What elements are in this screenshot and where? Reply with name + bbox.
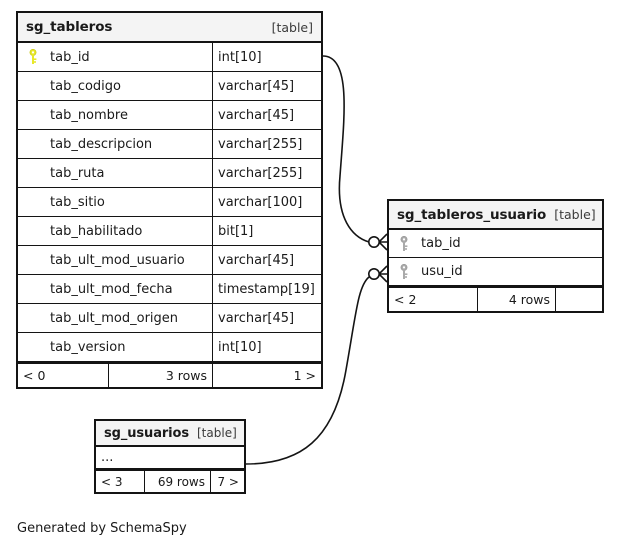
- table-row[interactable]: tab_habilitado bit[1]: [18, 217, 321, 246]
- column-label: tab_habilitado: [50, 223, 143, 239]
- column-name-cell: tab_ult_mod_origen: [18, 304, 212, 332]
- column-name-cell: tab_version: [18, 333, 212, 361]
- table-row[interactable]: tab_id int[10]: [18, 43, 321, 72]
- footer-child-count: [555, 288, 602, 311]
- column-name-cell: tab_id: [18, 43, 212, 71]
- column-label: tab_nombre: [50, 107, 128, 123]
- foreign-key-icon: [395, 235, 413, 252]
- column-label: tab_id: [50, 49, 90, 65]
- column-type-cell: varchar[45]: [212, 304, 321, 332]
- diagram-caption: Generated by SchemaSpy: [17, 521, 187, 536]
- table-row[interactable]: tab_ruta varchar[255]: [18, 159, 321, 188]
- column-type-cell: varchar[45]: [212, 246, 321, 274]
- column-label: tab_ult_mod_origen: [50, 310, 179, 326]
- column-name-cell: tab_codigo: [18, 72, 212, 100]
- table-row[interactable]: tab_ult_mod_usuario varchar[45]: [18, 246, 321, 275]
- table-row[interactable]: tab_sitio varchar[100]: [18, 188, 321, 217]
- column-label: tab_ruta: [50, 165, 105, 181]
- column-label: tab_version: [50, 339, 126, 355]
- footer-row-count: 69 rows: [144, 471, 210, 492]
- column-name-cell: tab_habilitado: [18, 217, 212, 245]
- table-type-tag: [table]: [554, 207, 596, 222]
- table-row[interactable]: tab_id: [389, 230, 602, 258]
- column-type-cell: varchar[45]: [212, 72, 321, 100]
- column-label: tab_sitio: [50, 194, 105, 210]
- table-footer-sg-tableros-usuario: < 2 4 rows: [389, 286, 602, 311]
- column-label: tab_descripcion: [50, 136, 153, 152]
- column-name-cell: tab_descripcion: [18, 130, 212, 158]
- column-label: tab_id: [421, 236, 461, 251]
- table-header-sg-tableros-usuario[interactable]: sg_tableros_usuario [table]: [389, 201, 602, 230]
- footer-parent-count[interactable]: < 0: [23, 368, 46, 383]
- relationship-line-tableros-to-tableros-usuario: [322, 55, 370, 243]
- column-type-cell: bit[1]: [212, 217, 321, 245]
- table-footer-sg-usuarios: < 3 69 rows 7 >: [96, 469, 244, 492]
- column-name-cell: usu_id: [389, 258, 602, 285]
- table-row[interactable]: ...: [96, 447, 244, 469]
- column-label: ...: [101, 450, 114, 465]
- table-title: sg_tableros: [26, 19, 113, 35]
- column-type-cell: timestamp[19]: [212, 275, 321, 303]
- table-row[interactable]: tab_ult_mod_fecha timestamp[19]: [18, 275, 321, 304]
- crowsfoot-many-marker-2: [378, 265, 388, 283]
- table-row[interactable]: tab_nombre varchar[45]: [18, 101, 321, 130]
- column-name-cell: tab_id: [389, 230, 602, 257]
- column-label: tab_ult_mod_usuario: [50, 252, 185, 268]
- table-title: sg_tableros_usuario: [397, 206, 547, 223]
- column-name-cell: tab_nombre: [18, 101, 212, 129]
- crowsfoot-many-marker-1: [378, 233, 388, 251]
- footer-parent-count[interactable]: < 2: [394, 292, 417, 307]
- column-name-cell: tab_ruta: [18, 159, 212, 187]
- cardinality-zero-marker-1: [367, 236, 380, 249]
- table-header-sg-usuarios[interactable]: sg_usuarios [table]: [96, 421, 244, 447]
- column-type-cell: varchar[255]: [212, 130, 321, 158]
- table-box-sg-usuarios[interactable]: sg_usuarios [table] ... < 3 69 rows 7 >: [94, 419, 246, 494]
- primary-key-icon: [24, 49, 42, 65]
- table-title: sg_usuarios: [104, 425, 189, 441]
- footer-row-count: 3 rows: [108, 364, 212, 387]
- column-type-cell: varchar[45]: [212, 101, 321, 129]
- table-type-tag: [table]: [271, 19, 313, 35]
- column-type-cell: varchar[100]: [212, 188, 321, 216]
- column-label: usu_id: [421, 264, 463, 279]
- table-row[interactable]: tab_version int[10]: [18, 333, 321, 362]
- column-type-cell: int[10]: [212, 333, 321, 361]
- table-box-sg-tableros[interactable]: sg_tableros [table] tab_id int[10]: [16, 11, 323, 389]
- table-row[interactable]: usu_id: [389, 258, 602, 286]
- column-name-cell: tab_ult_mod_fecha: [18, 275, 212, 303]
- column-type-cell: int[10]: [212, 43, 321, 71]
- footer-parent-count[interactable]: < 3: [101, 474, 123, 489]
- column-label: tab_codigo: [50, 78, 121, 94]
- table-row[interactable]: tab_ult_mod_origen varchar[45]: [18, 304, 321, 333]
- foreign-key-icon: [395, 263, 413, 280]
- table-box-sg-tableros-usuario[interactable]: sg_tableros_usuario [table] tab_id: [387, 199, 604, 313]
- table-type-tag: [table]: [197, 426, 237, 440]
- column-name-cell: tab_ult_mod_usuario: [18, 246, 212, 274]
- column-label: tab_ult_mod_fecha: [50, 281, 173, 297]
- footer-child-count[interactable]: 1 >: [212, 364, 321, 387]
- cardinality-zero-marker-2: [367, 267, 380, 280]
- footer-row-count: 4 rows: [477, 288, 555, 311]
- footer-child-count[interactable]: 7 >: [210, 471, 244, 492]
- column-type-cell: varchar[255]: [212, 159, 321, 187]
- table-row[interactable]: tab_descripcion varchar[255]: [18, 130, 321, 159]
- table-row[interactable]: tab_codigo varchar[45]: [18, 72, 321, 101]
- column-name-cell: tab_sitio: [18, 188, 212, 216]
- table-footer-sg-tableros: < 0 3 rows 1 >: [18, 362, 321, 387]
- table-header-sg-tableros[interactable]: sg_tableros [table]: [18, 13, 321, 43]
